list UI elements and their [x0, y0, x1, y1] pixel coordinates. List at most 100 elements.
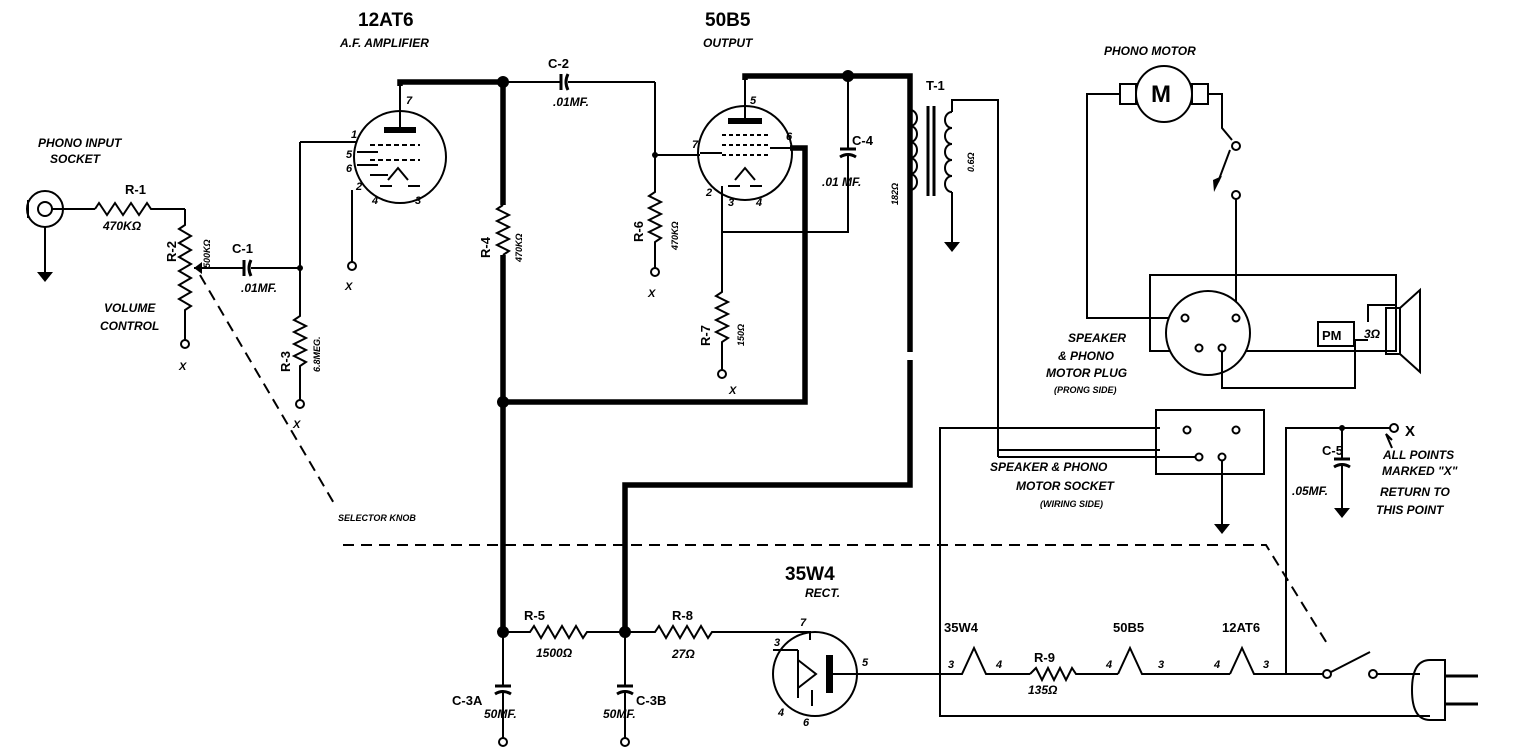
v1-pin-1: 1 — [351, 129, 357, 141]
tube-v2-name: 50B5 — [705, 10, 751, 31]
c1-ref: C-1 — [232, 241, 253, 256]
heater-pin-4: 3 — [1158, 659, 1164, 671]
v3-pin-5: 5 — [862, 657, 869, 669]
v3-pin-7: 7 — [800, 617, 807, 629]
v1-pin-5: 5 — [346, 149, 353, 161]
power-switch — [1322, 651, 1420, 679]
tube-v2-function: OUTPUT — [703, 36, 754, 50]
v1-pin-3: 3 — [415, 195, 421, 207]
selector-switch-link — [343, 544, 1329, 646]
plug-label-1: SPEAKER — [1068, 331, 1126, 345]
screen-grid-wire — [503, 145, 808, 405]
heater-bus-wire — [939, 427, 1160, 674]
r6-x-mark: X — [647, 288, 656, 300]
resistor-r5: R-5 1500Ω — [503, 608, 625, 660]
plug-label-4: (PRONG SIDE) — [1054, 385, 1117, 395]
transformer-t1: T-1 182Ω 0.6Ω — [890, 78, 1160, 451]
selector-knob-link — [199, 274, 336, 506]
r4-value: 470KΩ — [514, 233, 524, 263]
heater-12at6: 12AT6 — [1222, 620, 1260, 635]
heater-pin-3: 4 — [1105, 659, 1112, 671]
tube-v3-name: 35W4 — [785, 564, 835, 585]
capacitor-c1: C-1 .01MF. — [220, 241, 303, 295]
pm-speaker: PM 3Ω — [1317, 287, 1421, 375]
v1-pin-6: 6 — [346, 163, 353, 175]
resistor-r8: R-8 27Ω — [625, 608, 811, 661]
r7-ref: R-7 — [698, 325, 713, 346]
v2-plate-wire — [742, 73, 913, 352]
plug-label-2: & PHONO — [1058, 349, 1115, 363]
tube-35w4: 7 3 5 4 6 — [772, 617, 869, 729]
speaker-impedance: 3Ω — [1364, 327, 1381, 341]
c4-value: .01 MF. — [822, 175, 861, 189]
r3-ref: R-3 — [278, 351, 293, 372]
r6-ref: R-6 — [631, 221, 646, 242]
heater-pin-5: 4 — [1213, 659, 1220, 671]
v1-pin-7: 7 — [406, 95, 413, 107]
tube-v1-name: 12AT6 — [358, 10, 414, 31]
heater-pin-6: 3 — [1263, 659, 1269, 671]
c3a-value: 50MF. — [484, 707, 517, 721]
r1-ref: R-1 — [125, 182, 146, 197]
phono-input-label-2: SOCKET — [50, 152, 102, 166]
heater-pin-1: 3 — [948, 659, 954, 671]
return-note-3: RETURN TO — [1380, 485, 1450, 499]
tube-v1-function: A.F. AMPLIFIER — [339, 36, 429, 50]
heater-string: 35W4 3 4 R-9 135Ω 50B5 4 3 12AT6 4 3 — [940, 620, 1286, 697]
motor-symbol: M — [1151, 81, 1171, 108]
resistor-r1: R-1 470KΩ — [94, 182, 185, 233]
t1-primary-value: 182Ω — [890, 183, 900, 205]
c5-value: .05MF. — [1292, 484, 1328, 498]
tube-50b5: 5 7 6 2 3 4 — [692, 80, 793, 209]
phono-motor-label: PHONO MOTOR — [1104, 44, 1196, 58]
r3-x-mark: X — [292, 419, 301, 431]
heater-50b5: 50B5 — [1113, 620, 1144, 635]
phono-input-label-1: PHONO INPUT — [38, 136, 123, 150]
v3-pin-6: 6 — [803, 717, 810, 729]
c5-ref: C-5 — [1322, 443, 1343, 458]
v2-pin-4: 4 — [755, 197, 762, 209]
v2-pin-6: 6 — [786, 131, 793, 143]
plug-label-3: MOTOR PLUG — [1046, 366, 1127, 380]
r7-x-mark: X — [728, 385, 737, 397]
return-note-1: ALL POINTS — [1382, 448, 1454, 462]
r8-ref: R-8 — [672, 608, 693, 623]
socket-label-2: MOTOR SOCKET — [1016, 479, 1115, 493]
speaker-label: PM — [1322, 328, 1342, 343]
c2-value: .01MF. — [553, 95, 589, 109]
capacitor-c4: C-4 .01 MF. — [822, 76, 874, 189]
r2-ref: R-2 — [164, 241, 179, 262]
r3-value: 6.8MEG. — [312, 336, 322, 372]
v1-x-mark: X — [344, 281, 353, 293]
c4-ref: C-4 — [852, 133, 874, 148]
r9-value: 135Ω — [1028, 683, 1058, 697]
heater-pin-2: 4 — [995, 659, 1002, 671]
r1-value: 470KΩ — [102, 219, 142, 233]
tube-12at6: 1 5 6 7 2 4 3 X — [344, 86, 447, 293]
heater-35w4: 35W4 — [944, 620, 979, 635]
c3b-ref: C-3B — [636, 693, 666, 708]
return-note-2: MARKED "X" — [1382, 464, 1458, 478]
ac-plug — [1410, 659, 1478, 721]
resistor-r7: X R-7 150Ω — [698, 180, 849, 397]
return-note-4: THIS POINT — [1376, 503, 1445, 517]
c1-value: .01MF. — [241, 281, 277, 295]
ground-point-x: X — [1405, 423, 1415, 440]
v1-pin-4: 4 — [371, 195, 378, 207]
volume-label-2: CONTROL — [100, 319, 159, 333]
r2-x-mark: X — [178, 361, 187, 373]
t1-secondary-value: 0.6Ω — [966, 152, 976, 172]
v1-pin-2: 2 — [355, 181, 362, 193]
socket-label-1: SPEAKER & PHONO — [990, 460, 1108, 474]
r5-ref: R-5 — [524, 608, 545, 623]
v2-pin-7: 7 — [692, 139, 699, 151]
speaker-motor-plug: SPEAKER & PHONO MOTOR PLUG (PRONG SIDE) — [1046, 274, 1397, 395]
c3b-value: 50MF. — [603, 707, 636, 721]
r7-value: 150Ω — [736, 324, 746, 346]
r4-ref: R-4 — [478, 236, 493, 258]
speaker-motor-socket: SPEAKER & PHONO MOTOR SOCKET (WIRING SID… — [990, 409, 1265, 535]
r5-value: 1500Ω — [536, 646, 573, 660]
selector-knob-label: SELECTOR KNOB — [338, 513, 416, 523]
v2-pin-5: 5 — [750, 95, 757, 107]
capacitor-c2: C-2 .01MF. — [503, 56, 656, 155]
